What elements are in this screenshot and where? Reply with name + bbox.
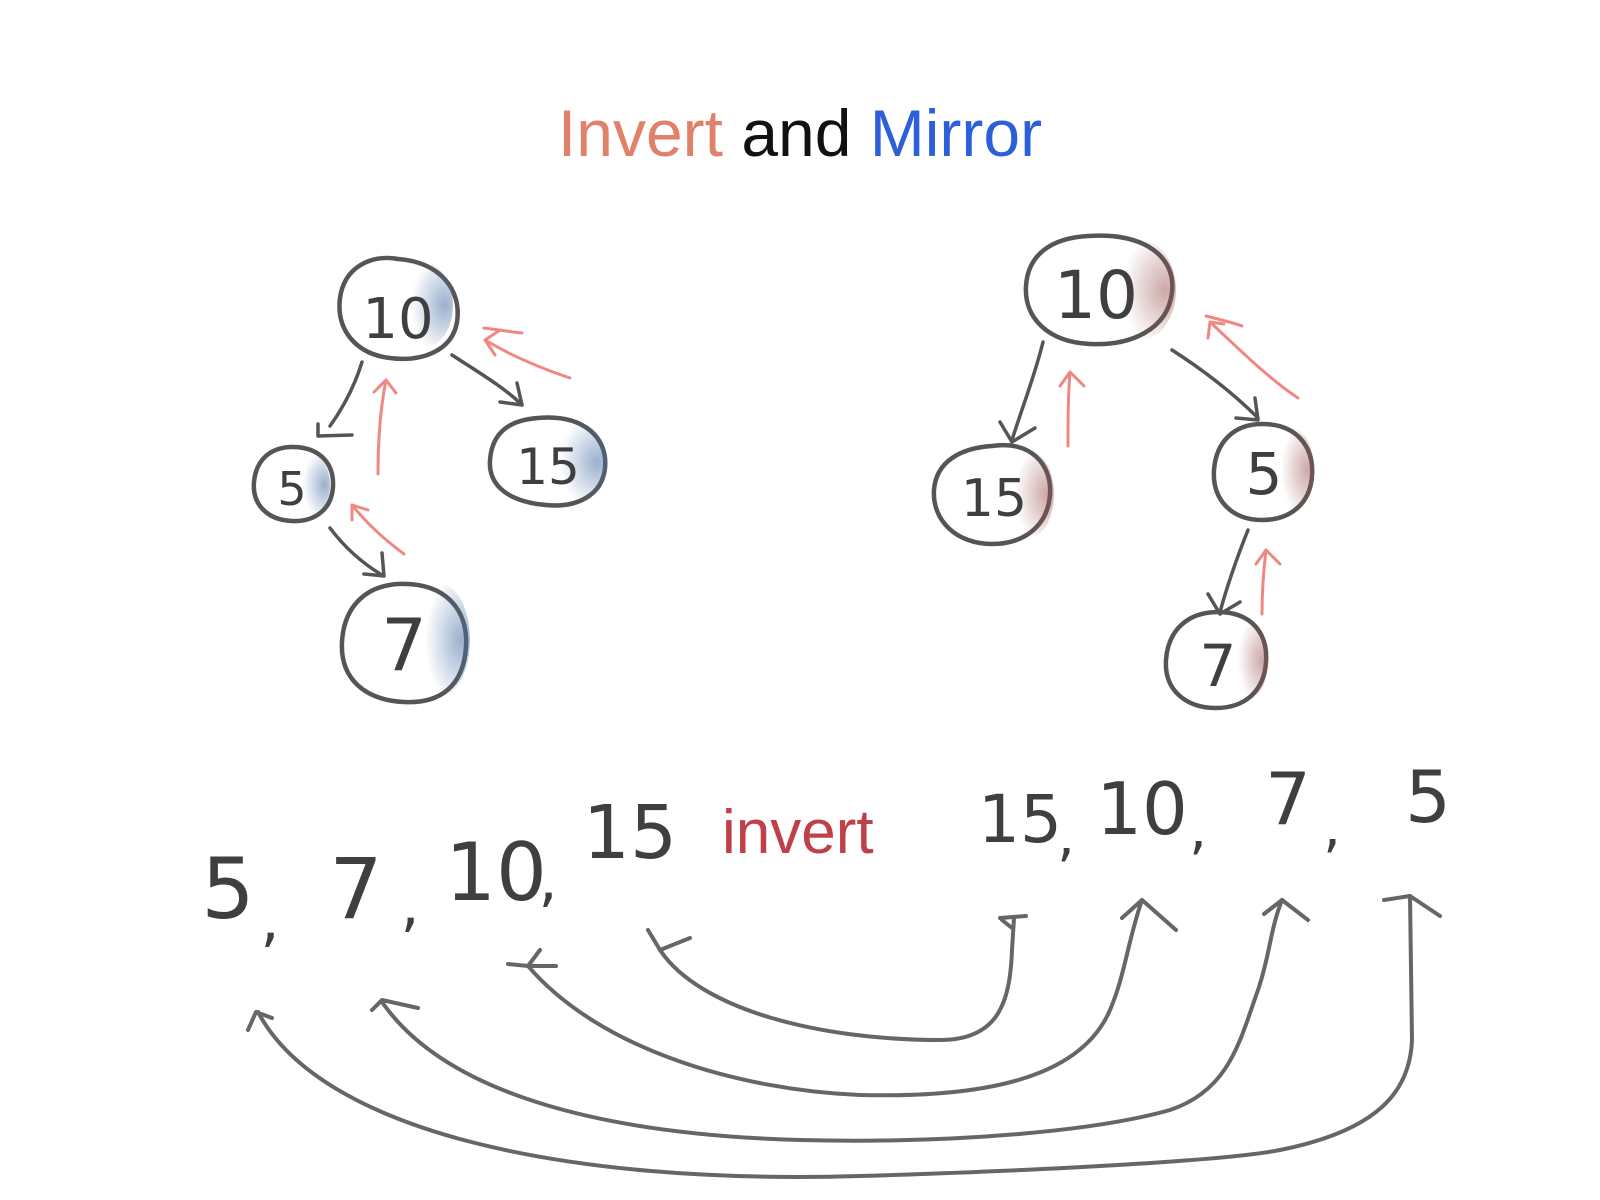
right-tree-node-right: 5 [1211,421,1315,523]
mapping-arrow-10 [526,898,1144,1098]
sequence-after-item-3: 7 [1265,757,1311,841]
right-tree: 10 15 5 7 [931,233,1315,711]
sequence-after-item-2: 10 [1096,767,1188,851]
right-tree-left-value: 15 [961,469,1027,529]
right-tree-edge-right-rightleft [1206,528,1250,616]
sequence-before-item-2: 7 [329,840,382,938]
left-tree-edge-root-right [450,353,524,407]
sequence-before-sep-3: , [538,845,557,915]
mapping-arrow-10-tail [506,948,558,968]
left-tree: 10 5 15 7 [251,255,608,705]
mapping-arrow-10-head [1120,898,1178,932]
left-tree-node-root: 10 [337,255,460,362]
left-tree-root-value: 10 [362,287,433,352]
mapping-arrow-7-head [1262,898,1310,922]
left-tree-red-arrow-3 [350,503,406,556]
right-tree-root-value: 10 [1054,257,1138,334]
mapping-arrow-5-head [1382,894,1442,918]
left-tree-red-arrow-2 [372,378,398,476]
left-tree-leftright-value: 7 [381,603,427,687]
left-tree-node-right: 15 [487,415,608,508]
right-tree-red-arrow-1 [1058,370,1086,448]
sequence-before-item-4: 15 [583,790,677,876]
sequence-after-item-1: 15 [978,781,1062,858]
invert-label: invert [722,798,874,867]
sequence-before-item-3: 10 [445,826,547,919]
sequence-after-sep-3: , [1323,795,1341,860]
right-tree-rightleft-value: 7 [1200,632,1237,700]
right-tree-node-left: 15 [931,442,1054,547]
right-tree-right-value: 5 [1246,440,1283,508]
left-tree-edge-root-left [316,360,364,438]
left-tree-red-arrow-1 [482,326,572,380]
mapping-arrows [246,894,1442,1179]
mapping-arrow-7 [380,898,1284,1143]
left-tree-node-leftright: 7 [339,581,470,705]
right-tree-node-rightleft: 7 [1163,609,1269,711]
mapping-arrow-5-tail [246,1010,274,1032]
left-tree-edge-left-leftright [328,526,386,578]
sequence-before-sep-2: , [400,870,419,940]
left-tree-node-left: 5 [251,444,336,524]
sequence-after-sep-1: , [1057,804,1075,869]
right-tree-red-arrow-2 [1204,314,1300,400]
sequence-after: 15 , 10 , 7 , 5 [978,755,1451,869]
sequence-before: 5 , 7 , 10 , 15 [201,790,677,955]
mapping-arrow-7-tail [370,998,420,1012]
sequence-after-sep-2: , [1189,797,1207,862]
title-word-and: and [722,96,870,170]
right-tree-edge-root-left [998,340,1045,444]
left-tree-right-value: 15 [516,438,580,496]
right-tree-node-root: 10 [1023,233,1176,347]
mapping-arrow-15-head-a [998,914,1028,930]
diagram-title: Invert and Mirror [0,100,1600,166]
mapping-arrow-15-tail [646,928,692,952]
sequence-before-sep-1: , [260,885,279,955]
sequence-after-item-4: 5 [1405,755,1451,839]
mapping-arrow-15 [658,916,1016,1042]
title-word-mirror: Mirror [869,96,1043,170]
mapping-arrow-5 [256,894,1414,1179]
right-tree-red-arrow-3 [1254,548,1282,616]
sequence-before-item-1: 5 [201,840,254,938]
right-tree-edge-root-right [1170,348,1260,422]
left-tree-left-value: 5 [277,462,306,516]
title-word-invert: Invert [557,96,723,170]
